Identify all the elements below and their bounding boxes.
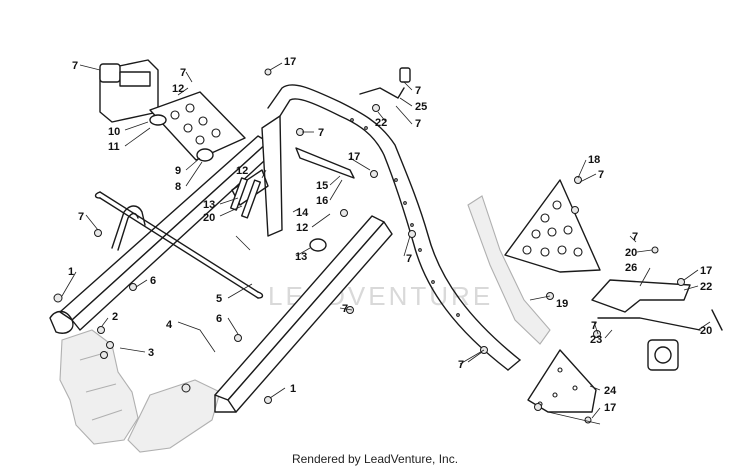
side-brace-ghost (467, 195, 551, 345)
callout-22: 22 (375, 117, 387, 129)
callout-17: 17 (348, 151, 360, 163)
callout-4: 4 (166, 319, 173, 331)
callout-7: 7 (632, 231, 638, 243)
callout-6: 6 (216, 313, 222, 325)
center-bracket (230, 115, 283, 237)
callout-11: 11 (108, 141, 120, 153)
right-bracket (591, 279, 723, 371)
callout-7: 7 (342, 303, 348, 315)
lower-plate (527, 349, 597, 413)
callout-7: 7 (78, 211, 84, 223)
hardware (53, 68, 685, 424)
callout-20: 20 (203, 212, 215, 224)
callout-7: 7 (180, 67, 186, 79)
callout-17: 17 (284, 56, 296, 68)
callout-26: 26 (625, 262, 637, 274)
callout-22: 23 (590, 334, 602, 346)
callout-15: 15 (316, 180, 328, 192)
callout-7: 7 (406, 253, 412, 265)
callout-20: 20 (625, 247, 637, 259)
callout-12: 12 (296, 222, 308, 234)
top-bracket (359, 67, 411, 99)
side-tube (111, 205, 146, 251)
callout-13: 13 (203, 199, 215, 211)
callout-23: 24 (604, 385, 617, 397)
callout-16: 16 (316, 195, 328, 207)
callout-17: 17 (604, 402, 616, 414)
callout-3: 3 (148, 347, 154, 359)
callout-20: 20 (700, 325, 712, 337)
callout-5: 5 (216, 293, 222, 305)
callout-12: 12 (172, 83, 184, 95)
gusset-plate (504, 179, 601, 273)
callout-7: 7 (318, 127, 324, 139)
callout-7: 7 (415, 85, 421, 97)
leader-lines (61, 62, 711, 425)
callout-10: 10 (108, 126, 120, 138)
lower-frame-rail (214, 215, 393, 413)
callout-21: 22 (700, 281, 712, 293)
callout-1: 1 (68, 266, 74, 278)
callout-6: 6 (150, 275, 156, 287)
light-assembly (99, 59, 246, 162)
callout-25: 25 (415, 101, 427, 113)
clip-bracket (295, 147, 355, 179)
chassis-ghost (59, 329, 221, 453)
callout-13: 13 (295, 251, 307, 263)
render-credit: Rendered by LeadVenture, Inc. (291, 452, 459, 466)
callout-9: 9 (175, 165, 181, 177)
callout-7: 7 (591, 320, 597, 332)
callout-19: 19 (556, 298, 568, 310)
callout-7: 7 (458, 359, 464, 371)
callout-7: 7 (415, 118, 421, 130)
callout-18: 18 (588, 154, 600, 166)
callout-7: 7 (598, 169, 604, 181)
callout-17: 17 (700, 265, 712, 277)
callout-7: 7 (72, 60, 78, 72)
callouts: 7 7 12 10 11 9 8 12 13 20 17 7 17 15 16 … (68, 56, 712, 414)
callout-12: 12 (236, 165, 248, 177)
callout-8: 8 (175, 181, 181, 193)
roll-cage-hoop (267, 84, 521, 371)
callout-1: 1 (290, 383, 296, 395)
callout-14: 14 (296, 207, 309, 219)
callout-2: 2 (112, 311, 118, 323)
